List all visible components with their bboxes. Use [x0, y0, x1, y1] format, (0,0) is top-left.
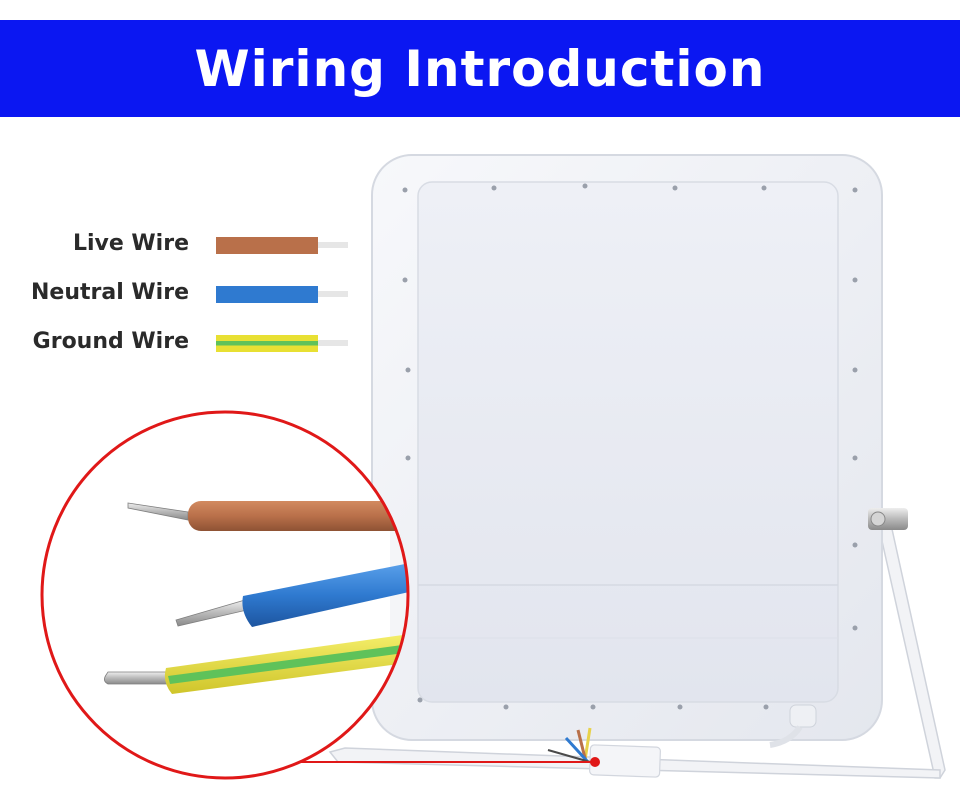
legend-item-live: Live Wire — [0, 225, 360, 265]
callout-pointer — [290, 757, 600, 767]
neutral-wire-swatch — [216, 286, 318, 303]
ground-wire-detail — [104, 634, 408, 694]
page-title: Wiring Introduction — [194, 39, 766, 98]
mounting-bracket — [328, 519, 946, 779]
ground-wire-swatch — [216, 335, 318, 352]
live-wire-detail — [127, 501, 408, 531]
housing-screws — [402, 183, 858, 710]
legend-item-neutral: Neutral Wire — [0, 274, 360, 314]
live-wire-swatch — [216, 237, 318, 254]
neutral-wire-detail — [175, 563, 408, 627]
live-wire-swatch-tail — [318, 242, 348, 248]
floodlight-housing — [371, 154, 883, 741]
cable-exit — [547, 704, 817, 764]
legend-item-ground: Ground Wire — [0, 323, 360, 363]
ground-wire-swatch-tail — [318, 340, 348, 346]
bracket-bolt — [868, 508, 908, 530]
title-banner: Wiring Introduction — [0, 20, 960, 117]
legend-label-live: Live Wire — [72, 231, 189, 256]
neutral-wire-swatch-tail — [318, 291, 348, 297]
floodlight-wiring-illustration — [40, 154, 946, 780]
legend-label-ground: Ground Wire — [32, 329, 189, 354]
legend-label-neutral: Neutral Wire — [31, 280, 189, 305]
